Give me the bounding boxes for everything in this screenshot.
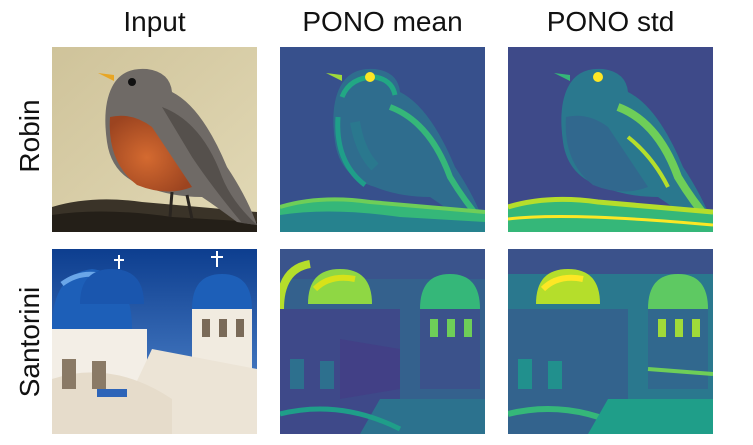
santorini-input-image bbox=[52, 249, 257, 434]
santorini-pono-mean-map bbox=[280, 249, 485, 434]
robin-pono-std-map bbox=[508, 47, 713, 232]
row-label-santorini: Santorini bbox=[14, 286, 45, 398]
robin-input-image bbox=[52, 47, 257, 232]
santorini-pono-std-map bbox=[508, 249, 713, 434]
column-title-input: Input bbox=[123, 6, 186, 37]
row-label-robin: Robin bbox=[14, 99, 45, 173]
robin-pono-mean-map bbox=[280, 47, 485, 232]
column-title-pono-std: PONO std bbox=[546, 6, 675, 37]
column-title-pono-mean: PONO mean bbox=[302, 6, 463, 37]
